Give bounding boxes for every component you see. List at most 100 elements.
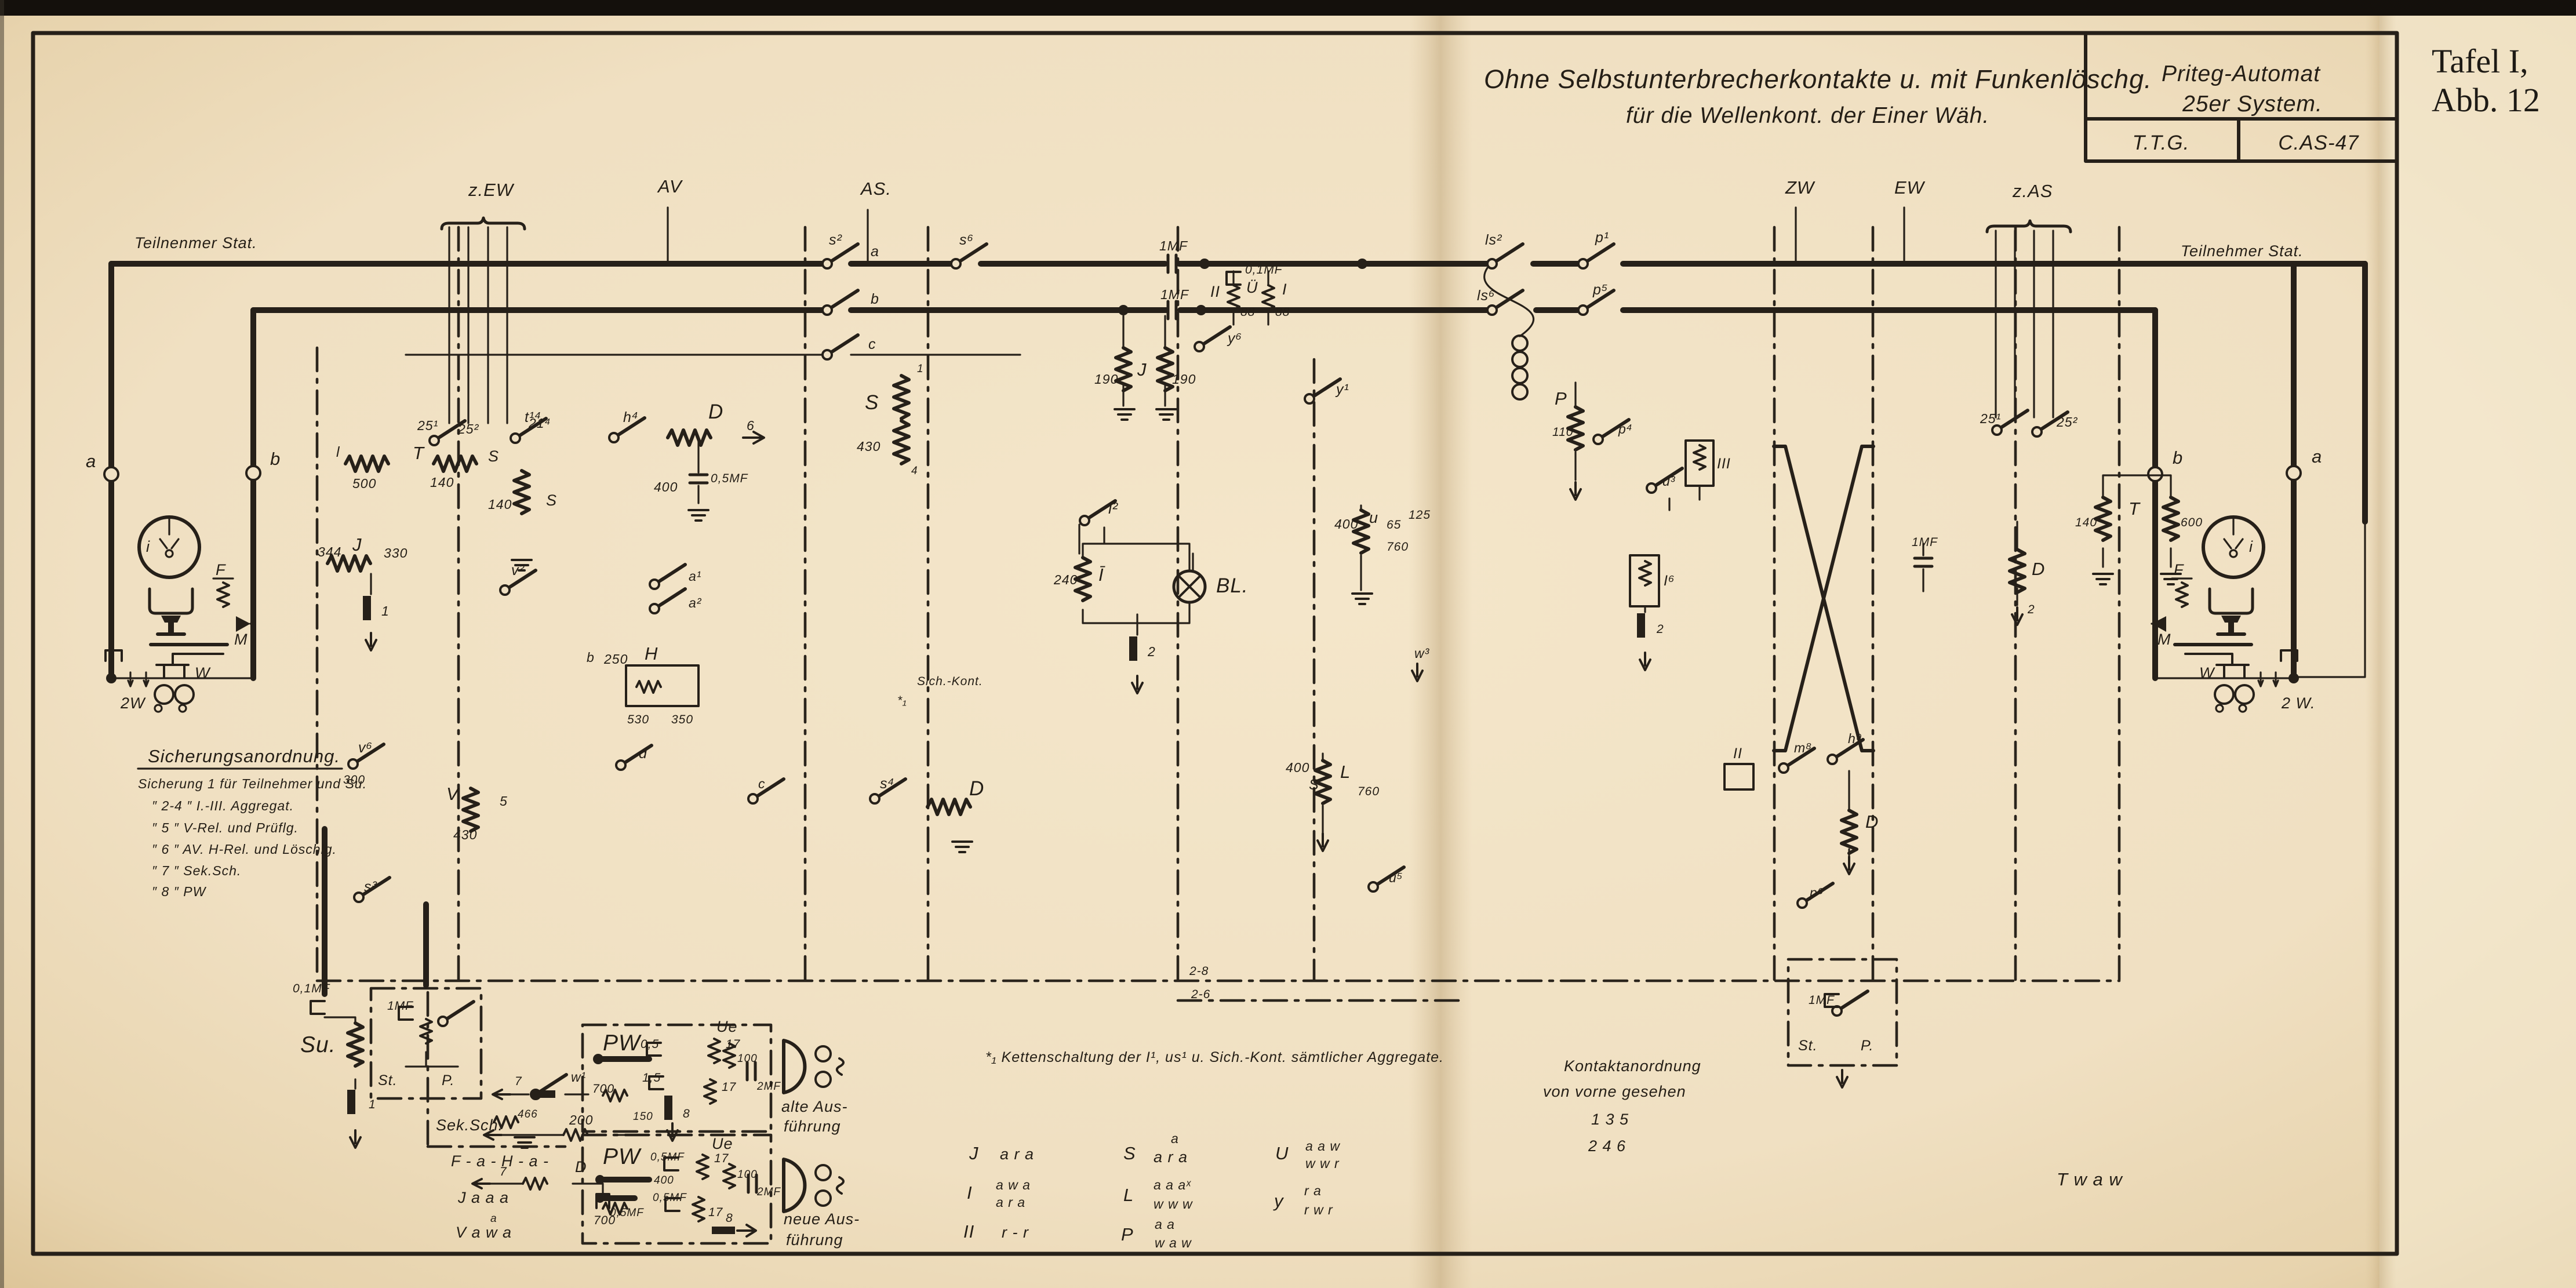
section-as: AS. [860, 179, 892, 199]
value-88: 88 [1275, 305, 1290, 319]
value: 1,5 [642, 1071, 661, 1085]
value-2mf: 2MF [756, 1080, 781, 1093]
bus-wires [108, 261, 2368, 1201]
value-430: 430 [857, 439, 881, 454]
contact-t14: t¹⁴ [525, 409, 541, 425]
value-140: 140 [488, 497, 512, 512]
dial-i-right: i [2249, 538, 2253, 555]
value-240: 240 [1053, 572, 1078, 587]
value-400: 400 [1286, 760, 1309, 775]
w-left: W [195, 664, 211, 682]
terminal-a-left: a [86, 451, 96, 471]
component-symbols [310, 216, 2182, 1238]
tbl-val: a w a [996, 1177, 1031, 1192]
margin-plate-no: Tafel I, [2432, 42, 2528, 80]
wire-6: 6 [747, 418, 755, 433]
relay-I: I [1282, 281, 1287, 298]
coil-D: D [2032, 559, 2045, 579]
contact-a2: a² [689, 595, 702, 610]
contact-c: c [758, 776, 766, 791]
lamp-BL: BL. [1216, 574, 1249, 597]
2w-arrows [127, 671, 150, 687]
contact-u3: u³ [1662, 474, 1676, 489]
legend-row: ″ 7 ″ Sek.Sch. [152, 863, 241, 878]
hook-icon [2280, 649, 2298, 662]
ue-label: Ue [712, 1135, 733, 1152]
fuse-8: 8 [683, 1107, 690, 1120]
tbl-val: a r a [1154, 1148, 1188, 1166]
m-left: M [234, 631, 248, 648]
tbl-letter: L [1123, 1185, 1134, 1205]
wire-b: b [587, 650, 595, 665]
coil-Su: Su. [300, 1032, 336, 1057]
wire-2-8: 2-8 [1189, 965, 1209, 978]
contact-p4: p⁴ [1618, 421, 1633, 436]
lamp-icon [1177, 574, 1202, 599]
wire-5: 5 [500, 794, 508, 809]
value-2mf: 2MF [756, 1186, 781, 1198]
terminal-b-left: b [270, 449, 281, 469]
value-350: 350 [671, 713, 693, 726]
legend-row: ″ 5 ″ V-Rel. und Prüflg. [152, 820, 299, 835]
contact-h4: h⁴ [623, 409, 639, 425]
relay-J: J [352, 534, 362, 555]
fuse-8: 8 [726, 1211, 733, 1225]
dial-i-left: i [146, 538, 150, 555]
value-1mf: 1MF [1159, 238, 1188, 253]
fuse-7: 7 [500, 1165, 507, 1178]
relay-I: Ī [1098, 565, 1105, 585]
contact-table-row: V a w a [456, 1224, 512, 1241]
contact-label: 25² [2056, 414, 2078, 430]
value-700: 700 [592, 1082, 614, 1096]
2w-arrows [2257, 671, 2279, 687]
titleblock-code: C.AS-47 [2278, 132, 2359, 154]
zew-brace [440, 216, 526, 231]
station-left-title: Teilnenmer Stat. [134, 234, 257, 252]
relay-L: L [1340, 762, 1351, 782]
tbl-letter: S [1123, 1143, 1136, 1163]
contact-s4: s⁴ [880, 776, 894, 792]
plate-title-line1: Ohne Selbstunterbrecherkontakte u. mit F… [1484, 64, 2152, 94]
value-110: 110 [1552, 425, 1573, 439]
contact-w3: w³ [1414, 646, 1430, 661]
value: 0,5MF [653, 1192, 687, 1204]
contact-table-row: J a a a [457, 1189, 509, 1206]
value-1mf: 1MF [1912, 536, 1938, 549]
sich-kont-label: Sich.-Kont. [917, 675, 983, 688]
2w-right: 2 W. [2281, 694, 2316, 712]
contact-p1: p¹ [1595, 230, 1609, 246]
contact-table-sup: a [490, 1213, 497, 1225]
contact-v2: v² [511, 562, 525, 578]
contact-w1: w¹ [571, 1069, 586, 1085]
relay-T: T [413, 443, 425, 463]
coil-u: u [1369, 509, 1378, 526]
contact-s2: s² [829, 232, 843, 248]
coil-D: D [1865, 812, 1879, 832]
sek-sch-label: Sek.Sch. [436, 1116, 503, 1134]
pin-4: 4 [911, 465, 918, 477]
contact-ls2: ls² [1485, 232, 1502, 248]
value-01mf: 0,1MF [1245, 263, 1283, 276]
contact-u5: u⁵ [1389, 870, 1403, 885]
scan-edge-left [0, 0, 4, 1288]
relay-I6: I⁶ [1664, 573, 1675, 589]
value-17: 17 [714, 1152, 729, 1165]
contact-label: 21⁴ [528, 416, 551, 431]
2w-left: 2W [120, 694, 146, 712]
relay-III: III [1717, 456, 1731, 472]
tbl-val: a [1171, 1131, 1179, 1146]
relay-P: P [1555, 388, 1567, 409]
value-760: 760 [1358, 785, 1380, 798]
relay-II: II [1210, 283, 1220, 300]
value-600: 600 [2181, 516, 2203, 529]
f-coil-left: F [216, 561, 226, 578]
value-250: 250 [603, 652, 628, 667]
kontakt-row1: 1 3 5 [1591, 1111, 1629, 1128]
center-fold-crease [1409, 0, 1472, 1288]
tbl-val: a r a [1000, 1145, 1034, 1163]
value-400: 400 [1334, 516, 1358, 532]
tbl-val: r w r [1304, 1202, 1333, 1217]
cradle-icon [2208, 587, 2254, 615]
titleblock-org: T.T.G. [2133, 132, 2190, 154]
